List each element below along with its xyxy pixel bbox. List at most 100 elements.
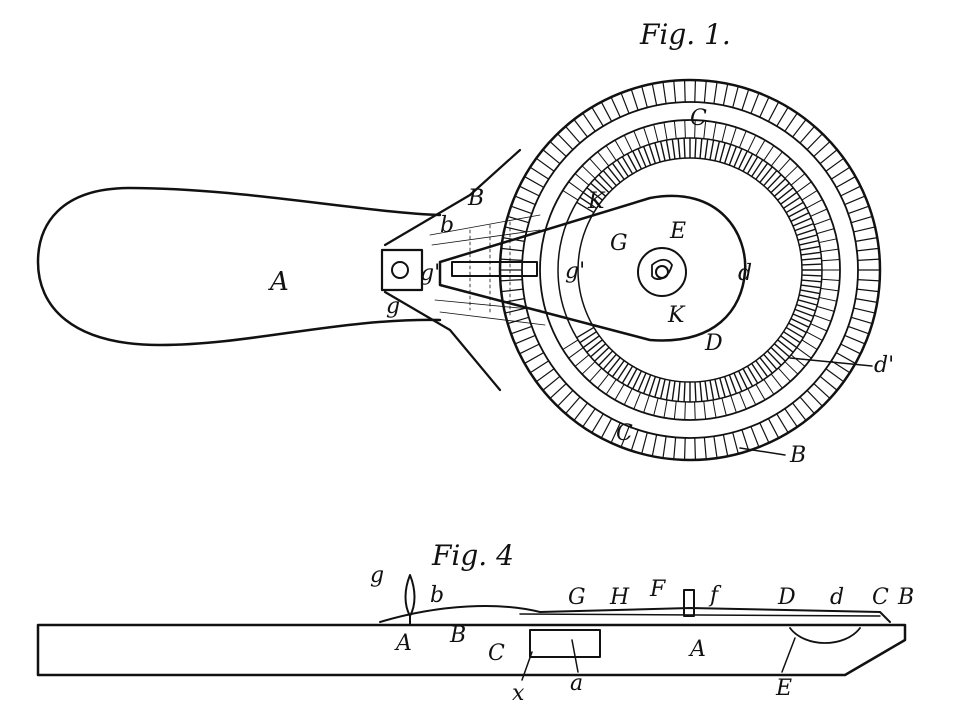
hatch-line	[741, 429, 750, 451]
hatch-line	[703, 120, 707, 139]
hatch-line	[573, 119, 588, 138]
hatch-line	[694, 381, 697, 402]
fig-4-label-d: d	[830, 585, 844, 610]
hatch-line	[790, 354, 806, 367]
hatch-line	[602, 170, 617, 187]
hatch-line	[799, 126, 815, 144]
hatch-line	[844, 195, 866, 206]
hatch-line	[529, 166, 549, 180]
fig-4-label-A-left: A	[394, 631, 412, 656]
hatch-line	[582, 191, 600, 205]
hatch-line	[810, 323, 828, 332]
hatch-line	[799, 294, 819, 301]
hatch-line	[723, 144, 732, 164]
hatch-line	[810, 208, 828, 217]
hatch-line	[610, 422, 621, 444]
hatch-line	[589, 367, 603, 382]
hatch-line	[721, 124, 727, 143]
hatch-line	[785, 326, 804, 339]
hatch-line	[586, 339, 603, 353]
hatch-line	[607, 357, 621, 374]
hatch-line	[780, 191, 798, 205]
hatch-line	[694, 80, 697, 103]
hatch-line	[549, 383, 567, 399]
hatch-line	[709, 380, 715, 401]
hatch-line	[590, 343, 607, 358]
hatch-line	[579, 331, 597, 344]
hatch-line	[535, 368, 555, 383]
fig-1-sector-ticks	[429, 214, 546, 326]
fig-1-label-E: E	[669, 219, 686, 244]
fig-1-label-K-bottom: K	[667, 303, 686, 328]
hatch-line	[586, 187, 603, 201]
hatch-line	[732, 86, 739, 108]
hatch-line	[732, 432, 739, 454]
hatch-line	[783, 331, 801, 344]
hatch-line	[651, 434, 658, 457]
hatch-line	[855, 298, 878, 303]
hatch-line	[684, 401, 686, 420]
hatch-line	[742, 153, 754, 172]
fig-4-label-A-center: A	[688, 637, 706, 662]
hatch-line	[763, 145, 775, 161]
hatch-line	[742, 368, 754, 387]
hatch-line	[600, 101, 613, 122]
disc-ring-3	[557, 137, 823, 403]
hatch-line	[614, 384, 625, 401]
hatch-line	[776, 413, 789, 434]
hatch-line	[737, 370, 748, 390]
hatch-line	[713, 436, 718, 459]
hatch-line	[856, 288, 879, 293]
hatch-line	[733, 372, 743, 392]
hatch-line	[663, 122, 668, 141]
hatch-line	[848, 325, 870, 335]
hatch-line	[816, 305, 835, 312]
fig-1-clamp	[380, 248, 424, 292]
hatch-line	[853, 307, 876, 314]
hatch-line	[591, 106, 604, 127]
hatch-line	[620, 426, 630, 448]
fig-1-label-g-prime-left: g'	[420, 261, 440, 286]
hatch-line	[819, 296, 837, 302]
fig-1-pivot-hole	[391, 261, 409, 279]
hatch-line	[719, 142, 726, 163]
fig-1-title: Fig. 1.	[639, 18, 731, 51]
hatch-line	[659, 379, 666, 399]
hatch-line	[851, 316, 873, 325]
hatch-line	[759, 422, 770, 444]
hatch-line	[773, 343, 790, 358]
hatch-line	[590, 182, 607, 197]
hatch-line	[597, 151, 610, 167]
fig-4: Fig. 4 g b G H F f D d C B A B C A x a E	[36, 539, 914, 706]
hatch-line	[806, 133, 823, 150]
hatch-line	[582, 335, 600, 349]
fig-4-label-f: f	[708, 583, 722, 608]
hatch-line	[801, 257, 822, 261]
hatch-line	[755, 360, 769, 378]
hatch-line	[704, 380, 709, 401]
hatch-line	[602, 353, 617, 370]
hatch-line	[763, 170, 778, 187]
fig-1-slot	[451, 261, 538, 277]
hatch-line	[730, 127, 737, 145]
hatch-line	[637, 148, 647, 168]
fig-1: Fig. 1. A	[36, 18, 894, 468]
hatch-line	[524, 352, 545, 364]
hatch-line	[637, 372, 647, 392]
hatch-line	[694, 437, 697, 460]
hatch-line	[582, 112, 596, 132]
hatch-line	[683, 437, 686, 460]
hatch-line	[605, 379, 617, 395]
hatch-line	[713, 81, 718, 104]
hatch-line	[589, 158, 603, 173]
hatch-line	[813, 383, 831, 399]
fig-4-housing	[529, 629, 601, 658]
fig-1-leader-B-right	[739, 447, 786, 456]
hatch-line	[855, 237, 878, 242]
hatch-line	[504, 307, 527, 314]
hatch-line	[831, 166, 851, 180]
hatch-line	[780, 335, 798, 349]
hatch-line	[856, 247, 879, 252]
hatch-line	[654, 377, 661, 398]
hatch-line	[723, 376, 732, 396]
